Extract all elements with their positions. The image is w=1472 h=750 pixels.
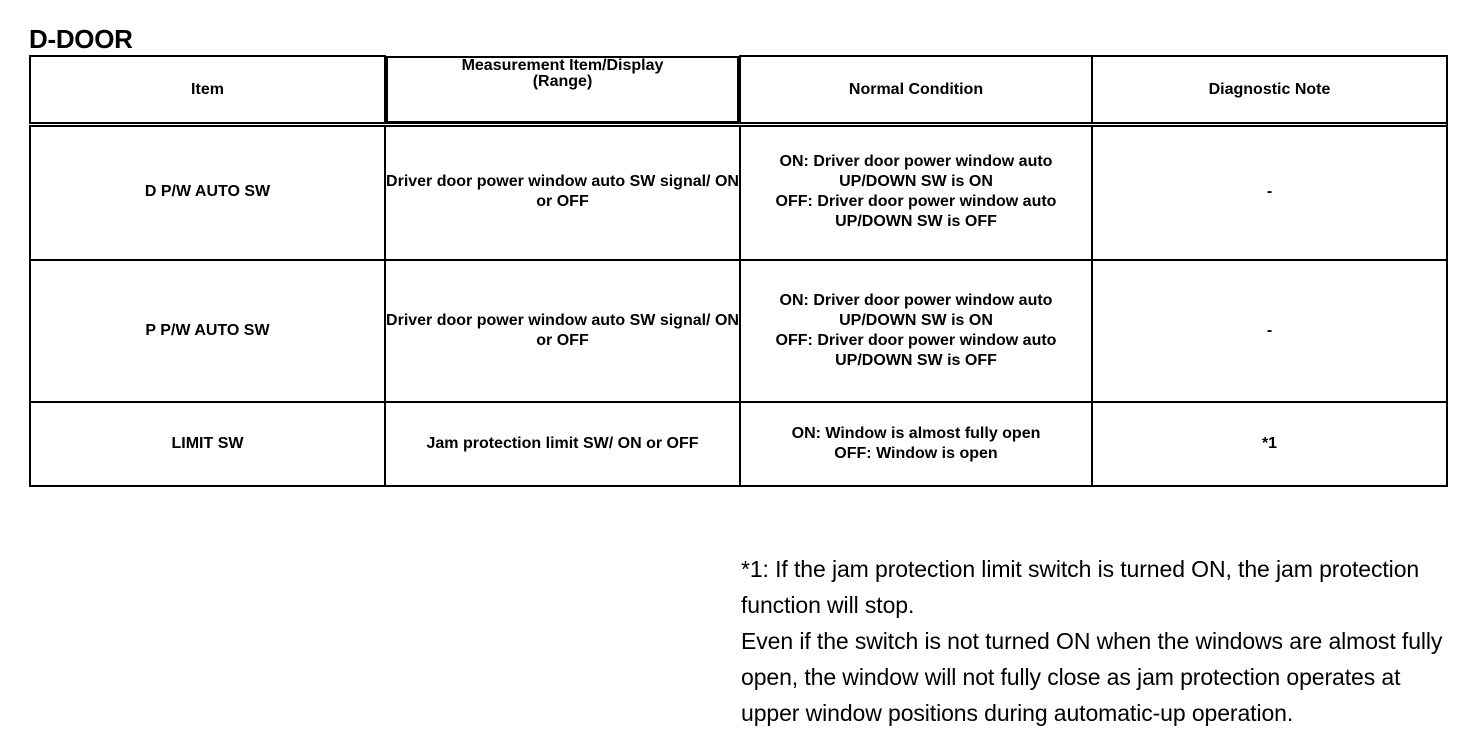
cell-normal-condition: ON: Driver door power window auto UP/DOW… [739,123,1093,261]
column-header-diagnostic-note: Diagnostic Note [1091,55,1448,125]
cell-normal-condition: ON: Window is almost fully open OFF: Win… [739,401,1093,487]
cell-item: LIMIT SW [29,401,386,487]
cell-measurement-text: Driver door power window auto SW signal/… [386,173,739,210]
column-header-normal-condition: Normal Condition [739,55,1093,125]
column-header-item: Item [29,55,386,125]
cell-normal-condition-text: ON: Driver door power window auto UP/DOW… [775,153,1057,230]
cell-measurement: Jam protection limit SW/ ON or OFF [384,401,741,487]
cell-item: D P/W AUTO SW [29,123,386,261]
table-row: P P/W AUTO SW Driver door power window a… [29,259,1448,403]
cell-diagnostic-note: - [1091,123,1448,261]
cell-measurement: Driver door power window auto SW signal/… [384,123,741,261]
cell-diagnostic-note: *1 [1091,401,1448,487]
table-row: LIMIT SW Jam protection limit SW/ ON or … [29,401,1448,487]
column-header-measurement: Measurement Item/Display (Range) [386,56,739,123]
table-header: Item Measurement Item/Display (Range) No… [29,55,1448,125]
cell-measurement-text: Driver door power window auto SW signal/… [386,312,739,349]
cell-measurement: Driver door power window auto SW signal/… [384,259,741,403]
table-header-row: Item Measurement Item/Display (Range) No… [29,55,1448,125]
table-row: D P/W AUTO SW Driver door power window a… [29,123,1448,261]
table-body: D P/W AUTO SW Driver door power window a… [29,123,1448,487]
cell-item: P P/W AUTO SW [29,259,386,403]
footnote-text: *1: If the jam protection limit switch i… [741,556,1443,726]
diagnostic-data-table: Item Measurement Item/Display (Range) No… [29,55,1448,487]
cell-diagnostic-note: - [1091,259,1448,403]
cell-measurement-text: Jam protection limit SW/ ON or OFF [426,435,699,452]
page-title: D-DOOR [29,24,133,55]
cell-normal-condition-text: ON: Driver door power window auto UP/DOW… [775,292,1057,369]
cell-normal-condition-text: ON: Window is almost fully open OFF: Win… [791,425,1041,462]
cell-normal-condition: ON: Driver door power window auto UP/DOW… [739,259,1093,403]
